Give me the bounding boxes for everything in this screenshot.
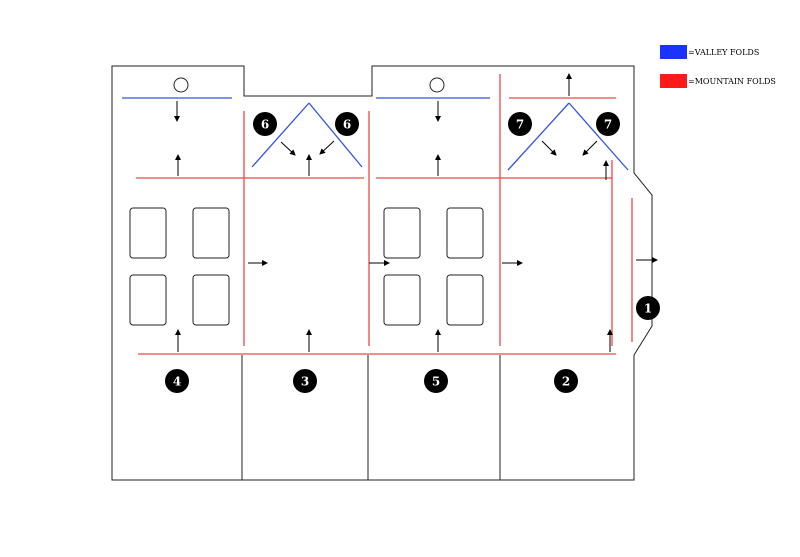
step-badge-2: 2 xyxy=(554,369,578,393)
window xyxy=(192,274,230,326)
window xyxy=(446,274,484,326)
valley-folds xyxy=(122,97,629,171)
svg-text:3: 3 xyxy=(301,375,309,389)
step-badge-1: 1 xyxy=(636,296,660,320)
window xyxy=(383,274,421,326)
svg-text:5: 5 xyxy=(432,375,440,389)
window xyxy=(192,207,230,259)
svg-text:7: 7 xyxy=(604,118,612,132)
svg-text:7: 7 xyxy=(516,118,524,132)
hang-hole-left xyxy=(173,77,189,93)
step-badge-6-left: 6 xyxy=(253,112,277,136)
step-badge-7-right: 7 xyxy=(596,112,620,136)
windows xyxy=(129,207,484,326)
valley-fold-label: =VALLEY FOLDS xyxy=(688,48,759,57)
bottom-tab-dividers xyxy=(241,355,501,480)
step-badge-4: 4 xyxy=(165,369,189,393)
hang-hole-right xyxy=(429,77,445,93)
window xyxy=(446,207,484,259)
arrow-diag xyxy=(319,140,335,155)
valley-fold-swatch xyxy=(660,45,687,59)
svg-text:6: 6 xyxy=(343,118,351,132)
template-outline xyxy=(111,65,653,481)
step-badge-6-right: 6 xyxy=(335,112,359,136)
legend: =VALLEY FOLDS =MOUNTAIN FOLDS xyxy=(660,45,776,88)
step-badge-3: 3 xyxy=(293,369,317,393)
step-badge-7-left: 7 xyxy=(508,112,532,136)
mountain-fold-swatch xyxy=(660,74,687,88)
svg-text:4: 4 xyxy=(173,375,181,389)
mountain-fold-label: =MOUNTAIN FOLDS xyxy=(688,77,776,86)
fold-arrows xyxy=(174,73,658,352)
step-badge-5: 5 xyxy=(424,369,448,393)
mountain-folds xyxy=(136,74,633,355)
arrow-diag xyxy=(280,141,296,156)
window xyxy=(129,274,167,326)
svg-text:2: 2 xyxy=(562,375,570,389)
window xyxy=(383,207,421,259)
window xyxy=(129,207,167,259)
step-badges: 6 6 7 7 1 4 3 5 xyxy=(165,112,660,393)
svg-text:1: 1 xyxy=(644,302,652,316)
arrow-diag xyxy=(541,140,557,156)
svg-text:6: 6 xyxy=(261,118,269,132)
arrow-diag xyxy=(582,140,598,156)
